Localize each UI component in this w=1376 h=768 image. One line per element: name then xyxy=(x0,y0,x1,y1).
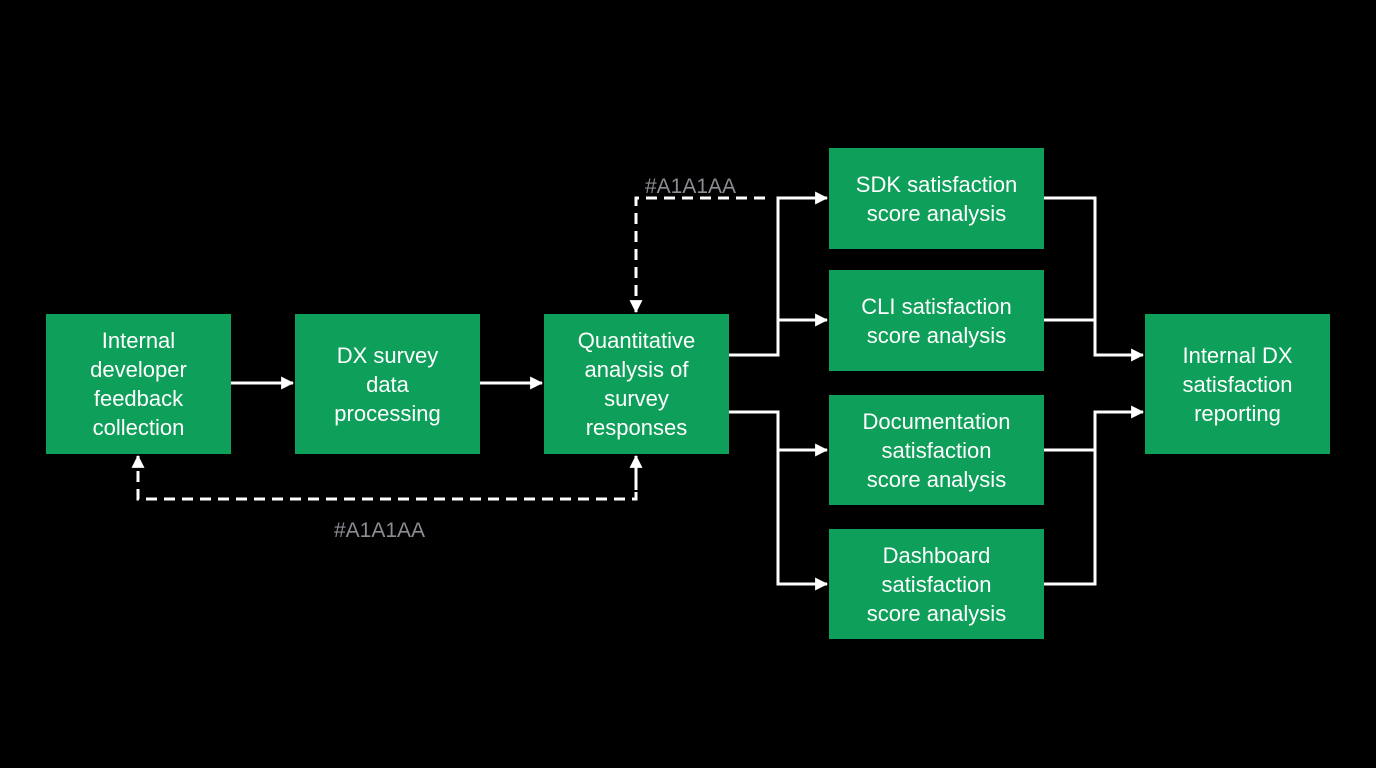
edge-quant-to-dash xyxy=(776,450,829,591)
edge-dash-to-report xyxy=(1044,405,1145,586)
node-documentation-satisfaction: Documentation satisfaction score analysi… xyxy=(829,395,1044,505)
edge-sdk-feedback-to-quant xyxy=(629,196,765,314)
edge-sdk-to-report xyxy=(1044,196,1145,362)
edge-quant-to-docs xyxy=(729,410,829,457)
edge-quant-feedback-to-collect xyxy=(131,454,638,501)
edge-label-bottom-feedback: #A1A1AA xyxy=(334,519,426,542)
node-quantitative-analysis: Quantitative analysis of survey response… xyxy=(544,314,729,454)
node-cli-satisfaction: CLI satisfaction score analysis xyxy=(829,270,1044,371)
node-dx-satisfaction-reporting: Internal DX satisfaction reporting xyxy=(1145,314,1330,454)
node-sdk-satisfaction: SDK satisfaction score analysis xyxy=(829,148,1044,249)
node-dashboard-satisfaction: Dashboard satisfaction score analysis xyxy=(829,529,1044,639)
node-survey-data-processing: DX survey data processing xyxy=(295,314,480,454)
edge-label-top-feedback: #A1A1AA xyxy=(645,175,737,198)
node-feedback-collection: Internal developer feedback collection xyxy=(46,314,231,454)
edge-quant-to-sdk xyxy=(729,191,829,357)
